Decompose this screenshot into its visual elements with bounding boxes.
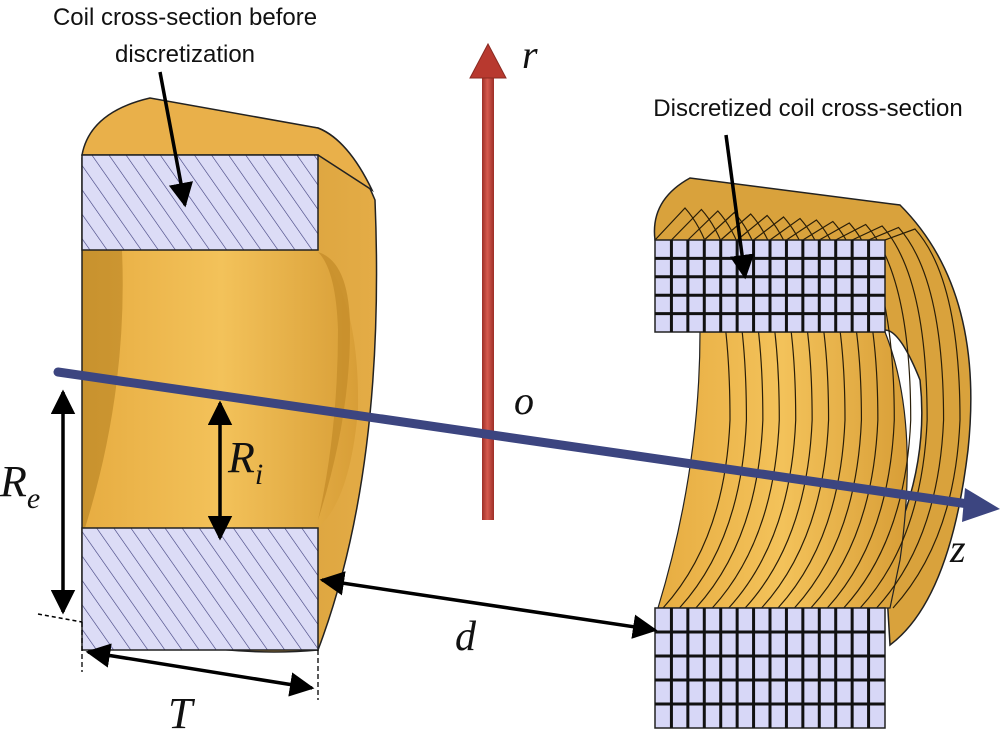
left-coil-cavity-shadow [318,252,350,520]
left-coil-inner-bore [85,250,359,528]
r-axis-shaft [482,75,494,520]
left-coil-top-cap [81,97,374,193]
right-coil-upper-grid [654,239,886,333]
d-label: d [455,614,477,660]
re-label: Re [0,457,40,515]
right-coil-outer-surface [653,177,972,647]
dimension-annotations [37,389,658,700]
right-coil [653,177,972,729]
r-axis [469,42,507,520]
coil-turn [884,228,961,609]
ri-label: Ri [227,433,263,491]
origin-label: o [514,378,534,423]
left-coil-lower-section [81,527,319,651]
r-axis-label: r [522,32,538,77]
left-coil [81,97,378,653]
coil-turn [868,226,945,609]
coil-turn [851,225,928,609]
z-axis-label: z [949,526,966,571]
discretized-label: Discretized coil cross-section [653,95,962,122]
before-callout-arrow [158,71,193,208]
discretized-callout-arrow [724,134,755,280]
right-coil-lower-grid [654,607,886,729]
re-dimension-guide [37,613,83,623]
d-dimension-arrow [319,571,658,639]
z-axis-shaft [53,367,980,510]
r-axis-arrowhead [469,42,507,79]
z-axis [53,367,1000,522]
left-coil-upper-section [81,154,319,251]
right-coil-inner-bore [657,331,908,609]
t-label: T [168,689,196,736]
z-axis-arrowhead [962,488,1000,522]
t-dimension-arrow [85,643,315,697]
before-label-line1: Coil cross-section before [53,4,317,31]
before-label-line2: discretization [115,41,255,68]
